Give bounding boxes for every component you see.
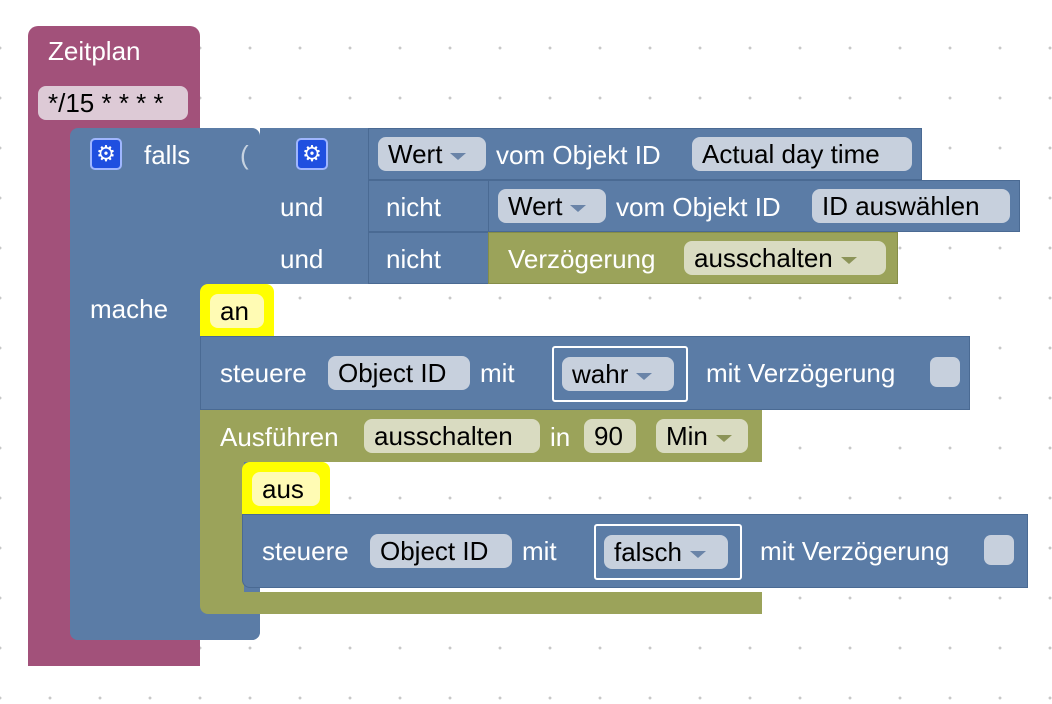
delay-label: Verzögerung <box>508 244 656 274</box>
timeout-amount-field[interactable]: 90 <box>584 419 636 453</box>
schedule-block-bottom-arm <box>28 644 200 666</box>
gear-icon[interactable]: ⚙ <box>90 138 122 170</box>
delay-name-label: ausschalten <box>694 243 833 273</box>
schedule-title: Zeitplan <box>48 36 141 66</box>
object-id-field[interactable]: Object ID <box>370 534 512 568</box>
cron-field[interactable]: */15 * * * * <box>38 86 188 120</box>
delay-name-dropdown[interactable]: ausschalten <box>684 241 886 275</box>
with-delay-label: mit Verzögerung <box>706 358 896 388</box>
value-slot <box>552 346 688 402</box>
timeout-label: Ausführen <box>220 422 339 452</box>
gear-icon[interactable]: ⚙ <box>296 138 328 170</box>
value-dropdown[interactable]: Wert <box>378 137 486 171</box>
control-label: steuere <box>220 358 307 388</box>
value-dropdown-label: Wert <box>388 139 443 169</box>
comment-off-text[interactable]: aus <box>252 472 320 506</box>
not-label: nicht <box>386 192 441 222</box>
if-label: falls <box>144 140 191 170</box>
chevron-down-icon <box>570 204 587 212</box>
timeout-block-bottom <box>200 592 762 614</box>
timeout-unit-label: Min <box>666 421 708 451</box>
boolean-dropdown[interactable]: falsch <box>604 535 728 569</box>
comment-on-text[interactable]: an <box>210 294 264 328</box>
from-object-label: vom Objekt ID <box>616 192 781 222</box>
boolean-dropdown-label: falsch <box>614 537 682 567</box>
chevron-down-icon <box>689 550 706 558</box>
timeout-block-spine <box>200 460 244 594</box>
not-block[interactable] <box>368 232 490 284</box>
and-label: und <box>280 244 324 274</box>
with-label: mit <box>522 536 557 566</box>
in-label: in <box>550 422 571 452</box>
object-id-field[interactable]: ID auswählen <box>812 189 1010 223</box>
boolean-dropdown-label: wahr <box>572 359 629 389</box>
do-label: mache <box>90 294 169 324</box>
chevron-down-icon <box>840 256 857 264</box>
boolean-dropdown[interactable]: wahr <box>562 357 674 391</box>
value-slot <box>594 524 742 580</box>
with-label: mit <box>480 358 515 388</box>
chevron-down-icon <box>636 372 653 380</box>
not-label: nicht <box>386 244 441 274</box>
object-id-field[interactable]: Actual day time <box>692 137 912 171</box>
if-block-bottom <box>70 614 260 640</box>
delay-checkbox[interactable] <box>930 357 960 387</box>
and-label: und <box>280 192 324 222</box>
control-label: steuere <box>262 536 349 566</box>
input-notch: ( <box>240 140 249 170</box>
chevron-down-icon <box>715 434 732 442</box>
from-object-label: vom Objekt ID <box>496 140 661 170</box>
not-block[interactable] <box>368 180 490 232</box>
value-dropdown[interactable]: Wert <box>498 189 606 223</box>
chevron-down-icon <box>450 152 467 160</box>
timeout-name-field[interactable]: ausschalten <box>364 419 540 453</box>
with-delay-label: mit Verzögerung <box>760 536 950 566</box>
value-dropdown-label: Wert <box>508 191 563 221</box>
delay-checkbox[interactable] <box>984 535 1014 565</box>
object-id-field[interactable]: Object ID <box>328 356 470 390</box>
timeout-unit-dropdown[interactable]: Min <box>656 419 748 453</box>
